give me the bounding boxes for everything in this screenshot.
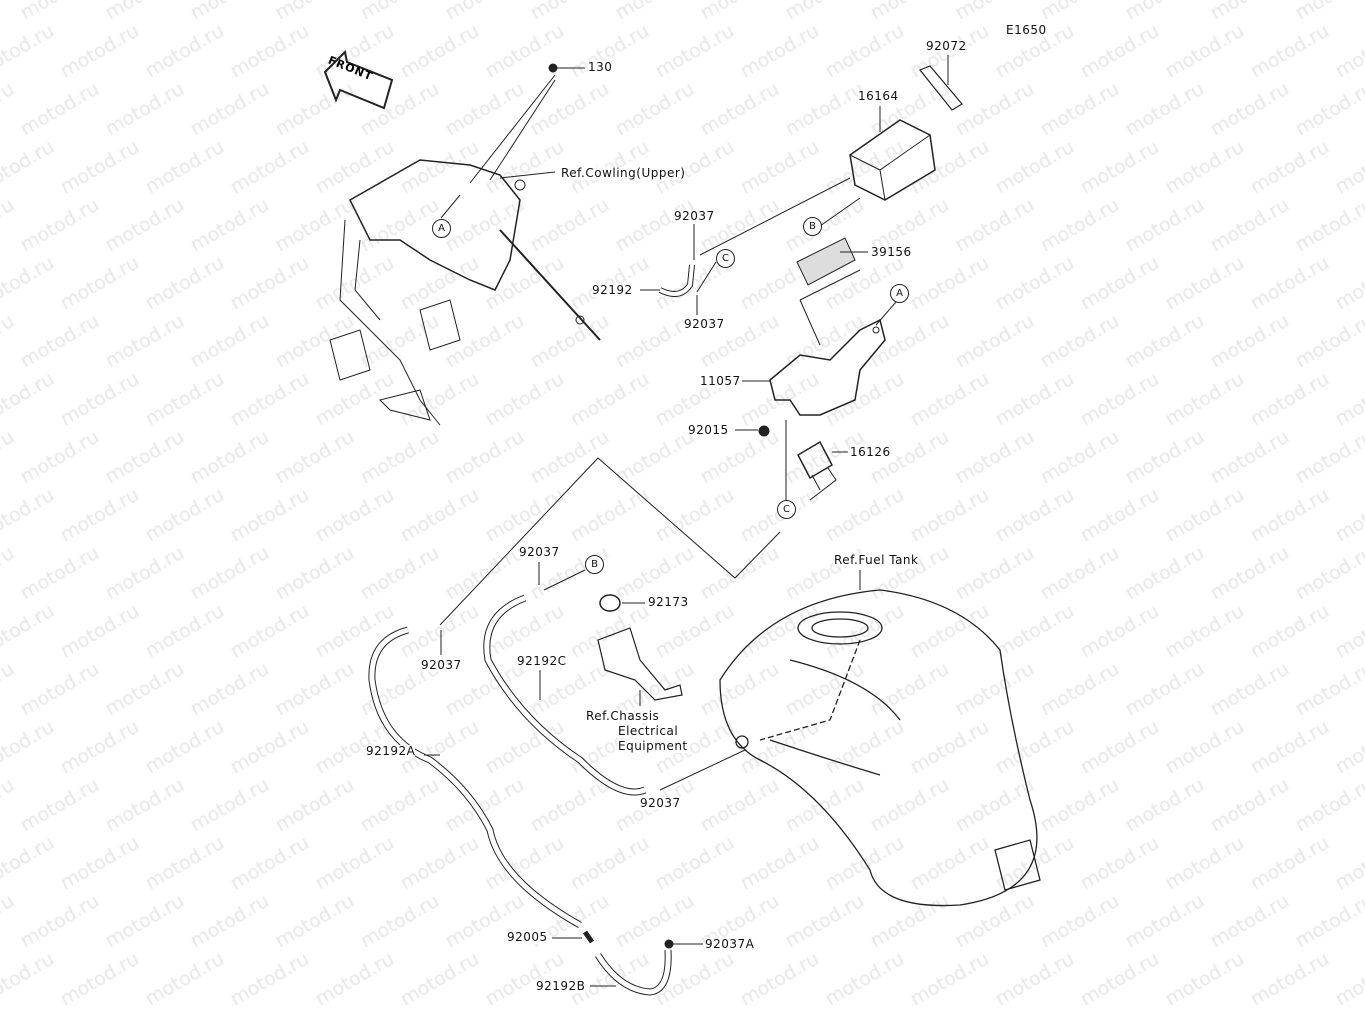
part-label[interactable]: 16164	[858, 89, 899, 103]
part-label[interactable]: 92192	[592, 283, 633, 297]
part-label[interactable]: 92037A	[705, 937, 755, 951]
callout-c: C	[716, 249, 735, 268]
part-label[interactable]: 130	[588, 60, 613, 74]
reference-label: Ref.Chassis	[586, 709, 660, 723]
part-label[interactable]: 16126	[850, 445, 891, 459]
part-label[interactable]: 39156	[871, 245, 912, 259]
part-label[interactable]: 11057	[700, 374, 741, 388]
part-label[interactable]: 92037	[684, 317, 725, 331]
canister	[849, 119, 936, 201]
part-label[interactable]: 92037	[519, 545, 560, 559]
part-label[interactable]: 92192C	[517, 654, 567, 668]
part-label[interactable]: 92173	[648, 595, 689, 609]
reference-label: Equipment	[618, 739, 688, 753]
part-label[interactable]: 92037	[640, 796, 681, 810]
callout-c: C	[777, 500, 796, 519]
callout-b: B	[803, 217, 822, 236]
bracket-11057	[769, 318, 886, 416]
cowling-stay-bracket	[329, 159, 601, 426]
part-label[interactable]: 92037	[674, 209, 715, 223]
part-label[interactable]: 92192B	[536, 979, 586, 993]
diagram-code: E1650	[1006, 23, 1047, 37]
part-label[interactable]: 92037	[421, 658, 462, 672]
reference-label: Ref.Fuel Tank	[834, 553, 919, 567]
callout-b: B	[585, 555, 604, 574]
part-label[interactable]: 92192A	[366, 744, 416, 758]
label-sticker	[796, 237, 856, 286]
fuel-tank	[719, 589, 1041, 907]
band	[919, 65, 963, 111]
part-label[interactable]: 92005	[507, 930, 548, 944]
part-label[interactable]: 92072	[926, 39, 967, 53]
front-arrow-icon	[323, 49, 394, 110]
reference-label: Ref.Cowling(Upper)	[561, 166, 686, 180]
callout-a: A	[432, 219, 451, 238]
callout-a: A	[890, 284, 909, 303]
reference-label: Electrical	[618, 724, 679, 738]
part-label[interactable]: 92015	[688, 423, 729, 437]
